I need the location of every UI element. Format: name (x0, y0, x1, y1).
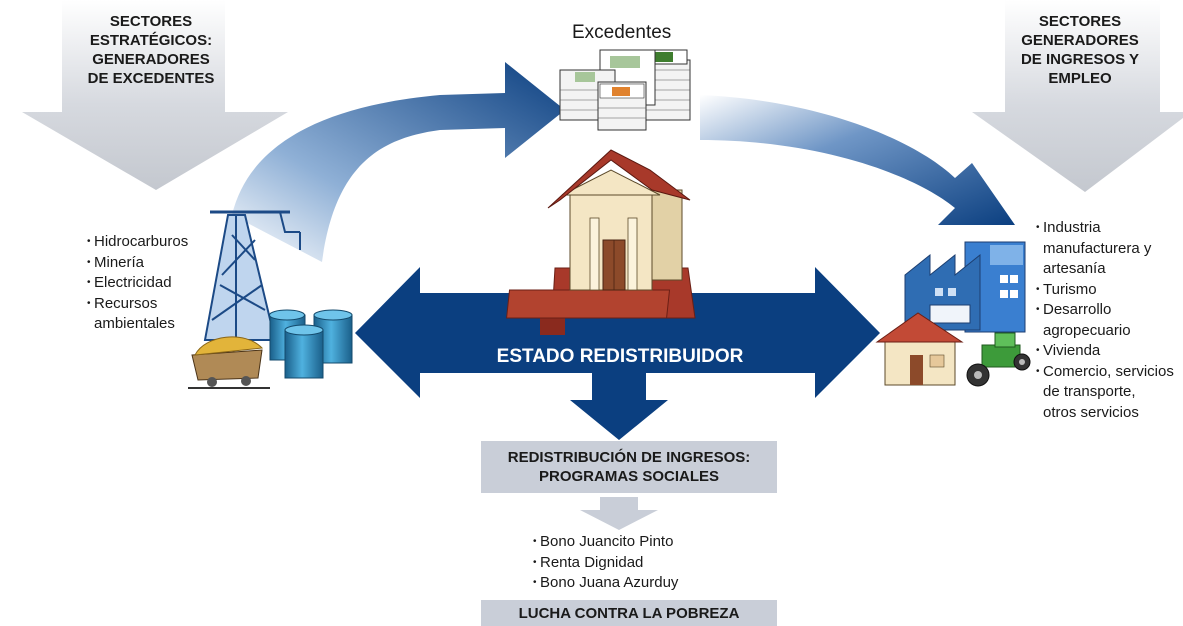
poverty-fight-box: LUCHA CONTRA LA POBREZA (481, 600, 777, 626)
list-item: Bono Juana Azurduy (533, 573, 678, 594)
right-arc-arrow (700, 95, 1015, 225)
left-sector-down-arrow (22, 0, 288, 190)
money-stack-icon (559, 49, 691, 131)
left-sector-list: Hidrocarburos Minería Electricidad Recur… (87, 232, 188, 335)
list-item: artesanía (1043, 260, 1106, 277)
list-item: Minería (87, 253, 188, 274)
list-item: Electricidad (87, 273, 188, 294)
left-arc-arrow (232, 62, 565, 262)
state-label: ESTADO REDISTRIBUIDOR (496, 346, 744, 367)
government-building-icon (506, 149, 696, 335)
left-header-line: DE EXCEDENTES (87, 70, 215, 87)
list-item: Renta Dignidad (533, 553, 678, 574)
right-header-line: GENERADORES (1021, 32, 1139, 49)
redistribution-line: PROGRAMAS SOCIALES (538, 468, 719, 485)
small-gray-down-arrow (580, 497, 658, 530)
programs-list: Bono Juancito Pinto Renta Dignidad Bono … (533, 532, 678, 594)
list-item: Vivienda (1036, 341, 1183, 362)
house-icon (875, 312, 964, 386)
oil-derrick-icon (203, 210, 301, 341)
factory-icon (904, 241, 1026, 333)
list-item: Turismo (1036, 280, 1183, 301)
right-sector-down-arrow (972, 0, 1183, 192)
down-arrow (570, 373, 668, 440)
right-sector-header: SECTORES GENERADORES DE INGRESOS Y EMPLE… (1015, 12, 1145, 88)
left-header-line: ESTRATÉGICOS: (89, 32, 213, 49)
right-header-line: DE INGRESOS Y (1020, 51, 1140, 68)
list-item: ambientales (94, 315, 175, 332)
right-sector-list: Industria manufacturera y artesanía Turi… (1036, 218, 1183, 423)
surplus-label: Excedentes (572, 22, 672, 43)
mine-cart-icon (188, 336, 270, 389)
list-item: de transporte, (1043, 383, 1136, 400)
barrels-icon (269, 309, 353, 379)
left-sector-header: SECTORES ESTRATÉGICOS: GENERADORES DE EX… (66, 12, 236, 88)
list-item: Recursos (87, 294, 188, 315)
right-header-line: EMPLEO (1048, 70, 1112, 87)
tractor-icon (966, 332, 1031, 387)
left-header-line: GENERADORES (92, 51, 210, 68)
list-item: manufacturera y (1043, 239, 1152, 257)
list-item: Hidrocarburos (87, 232, 188, 253)
list-item: Comercio, servicios (1036, 362, 1183, 383)
state-double-arrow (355, 267, 880, 398)
left-header-line: SECTORES (109, 13, 193, 30)
list-item: agropecuario (1043, 321, 1131, 339)
list-item: Desarrollo (1036, 300, 1183, 321)
redistribution-box: REDISTRIBUCIÓN DE INGRESOS: PROGRAMAS SO… (481, 441, 777, 493)
redistribution-line: REDISTRIBUCIÓN DE INGRESOS: (507, 449, 751, 466)
right-header-line: SECTORES (1038, 13, 1122, 30)
list-item: otros servicios (1043, 403, 1139, 421)
list-item: Bono Juancito Pinto (533, 532, 678, 553)
list-item: Industria (1036, 218, 1183, 239)
